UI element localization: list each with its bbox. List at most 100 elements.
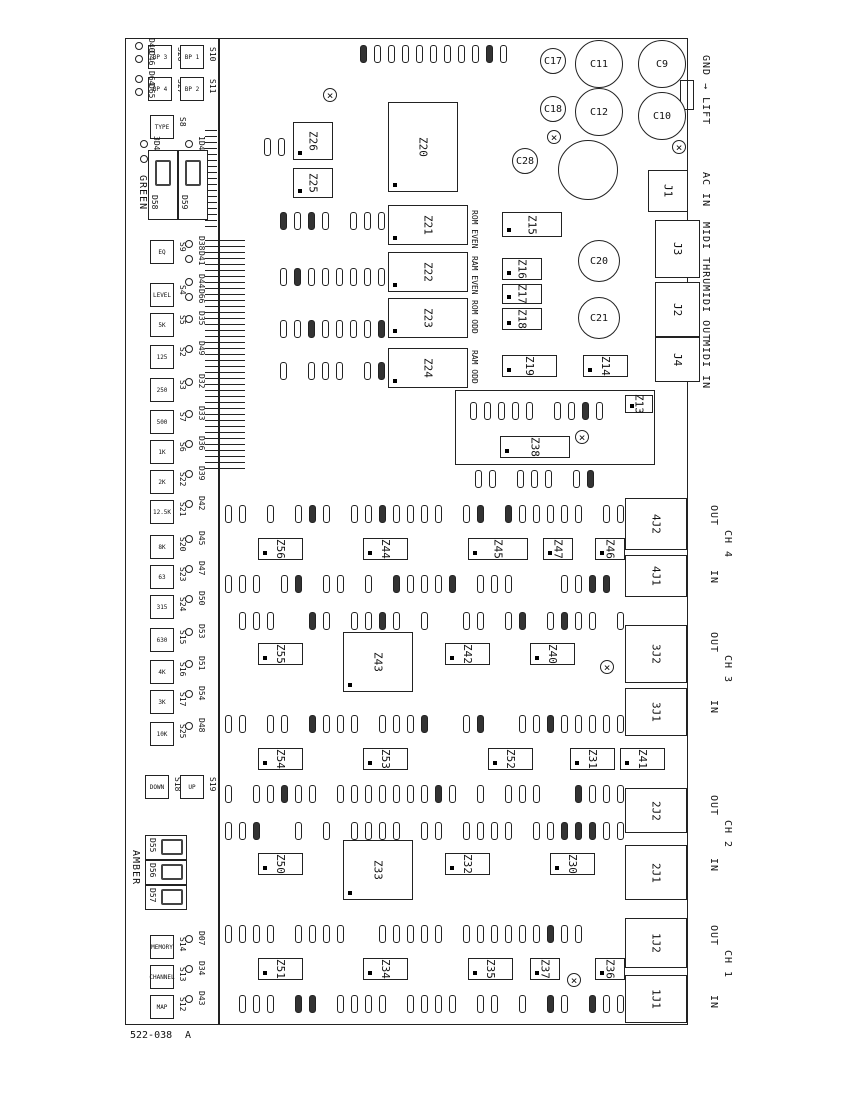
resistor xyxy=(281,785,288,803)
resistor xyxy=(547,505,554,523)
resistor xyxy=(402,45,409,63)
switch-s18[interactable]: DOWN xyxy=(145,775,169,799)
resistor xyxy=(407,715,414,733)
connector-j3[interactable]: J3 xyxy=(655,220,700,278)
ic-label: Z51 xyxy=(274,959,287,979)
resistor xyxy=(545,470,552,488)
ic-label: Z14 xyxy=(599,356,612,376)
switch-s21[interactable]: 12.5K xyxy=(150,500,174,524)
led-indicator xyxy=(135,75,143,83)
ic-z38: Z38 xyxy=(500,436,570,458)
ic-label: Z20 xyxy=(417,137,430,157)
connector-2j2[interactable]: 2J2 xyxy=(625,788,687,833)
resistor xyxy=(435,785,442,803)
resistor xyxy=(225,575,232,593)
display-ref: D56 xyxy=(148,863,157,877)
switch-s14[interactable]: MEMORY xyxy=(150,935,174,959)
connector-1j2[interactable]: 1J2 xyxy=(625,918,687,968)
resistor xyxy=(477,822,484,840)
resistor xyxy=(295,785,302,803)
edge-label: MIDI THRU xyxy=(700,222,711,285)
resistor xyxy=(435,822,442,840)
ic-label: Z43 xyxy=(372,652,385,672)
led-ref: D45 xyxy=(197,531,206,545)
switch-s3[interactable]: 250 xyxy=(150,378,174,402)
resistor xyxy=(421,785,428,803)
capacitor-c11: C11 xyxy=(575,40,623,88)
edge-label: IN xyxy=(708,570,719,584)
switch-s16[interactable]: 4K xyxy=(150,660,174,684)
led-indicator xyxy=(140,140,148,148)
connector-j2[interactable]: J2 xyxy=(655,282,700,337)
led-ref: D42 xyxy=(197,496,206,510)
resistor xyxy=(253,612,260,630)
resistor xyxy=(491,575,498,593)
resistor xyxy=(470,402,477,420)
led-ref: D51 xyxy=(197,656,206,670)
connector-4j2[interactable]: 4J2 xyxy=(625,498,687,550)
resistor xyxy=(407,785,414,803)
switch-s5[interactable]: 5K xyxy=(150,313,174,337)
switch-s7[interactable]: 500 xyxy=(150,410,174,434)
led-ref: D44 xyxy=(197,274,206,288)
ic-z41: Z41 xyxy=(620,748,665,770)
resistor xyxy=(253,822,260,840)
ic-label: Z42 xyxy=(461,644,474,664)
ic-z45: Z45 xyxy=(468,538,528,560)
connector-j4[interactable]: J4 xyxy=(655,337,700,382)
resistor xyxy=(582,402,589,420)
switch-s10[interactable]: BP 1 xyxy=(180,45,204,69)
connector-2j1[interactable]: 2J1 xyxy=(625,845,687,900)
switch-s25[interactable]: 10K xyxy=(150,722,174,746)
resistor xyxy=(435,995,442,1013)
ic-z46: Z46 xyxy=(595,538,625,560)
resistor xyxy=(267,505,274,523)
led-ref: D53 xyxy=(197,624,206,638)
switch-s4[interactable]: LEVEL xyxy=(150,283,174,307)
switch-s2[interactable]: 125 xyxy=(150,345,174,369)
switch-s20[interactable]: 8K xyxy=(150,535,174,559)
resistor xyxy=(294,212,301,230)
connector-label: 4J1 xyxy=(650,566,663,586)
ic-label: Z44 xyxy=(379,539,392,559)
ic-z51: Z51 xyxy=(258,958,303,980)
ic-z35: Z35 xyxy=(468,958,513,980)
test-point-x-icon: × xyxy=(567,973,581,987)
resistor xyxy=(463,612,470,630)
resistor xyxy=(519,995,526,1013)
resistor xyxy=(407,505,414,523)
switch-s11[interactable]: BP 2 xyxy=(180,77,204,101)
ic-z21: Z21 xyxy=(388,205,468,245)
led-indicator xyxy=(135,55,143,63)
switch-s9[interactable]: EQ xyxy=(150,240,174,264)
connector-3j2[interactable]: 3J2 xyxy=(625,625,687,683)
switch-s17[interactable]: 3K xyxy=(150,690,174,714)
edge-label: MIDI OUT xyxy=(700,285,711,341)
switch-s13[interactable]: CHANNEL xyxy=(150,965,174,989)
switch-s19[interactable]: UP xyxy=(180,775,204,799)
connector-1j1[interactable]: 1J1 xyxy=(625,975,687,1023)
switch-s22[interactable]: 2K xyxy=(150,470,174,494)
switch-s24[interactable]: 315 xyxy=(150,595,174,619)
resistor xyxy=(365,575,372,593)
connector-j1[interactable]: J1 xyxy=(648,170,688,212)
resistor xyxy=(505,505,512,523)
connector-label: J3 xyxy=(671,242,684,255)
resistor xyxy=(575,715,582,733)
led-indicator xyxy=(185,278,193,286)
memory-label: ROM ODD xyxy=(470,300,479,334)
resistor xyxy=(561,995,568,1013)
connector-3j1[interactable]: 3J1 xyxy=(625,688,687,736)
led-indicator xyxy=(135,88,143,96)
resistor xyxy=(280,320,287,338)
resistor xyxy=(617,505,624,523)
switch-ref: S11 xyxy=(208,79,217,93)
resistor xyxy=(337,785,344,803)
ic-z23: Z23 xyxy=(388,298,468,338)
connector-4j1[interactable]: 4J1 xyxy=(625,555,687,597)
switch-s6[interactable]: 1K xyxy=(150,440,174,464)
switch-s12[interactable]: MAP xyxy=(150,995,174,1019)
switch-s23[interactable]: 63 xyxy=(150,565,174,589)
switch-s15[interactable]: 630 xyxy=(150,628,174,652)
connector-label: J4 xyxy=(671,353,684,366)
